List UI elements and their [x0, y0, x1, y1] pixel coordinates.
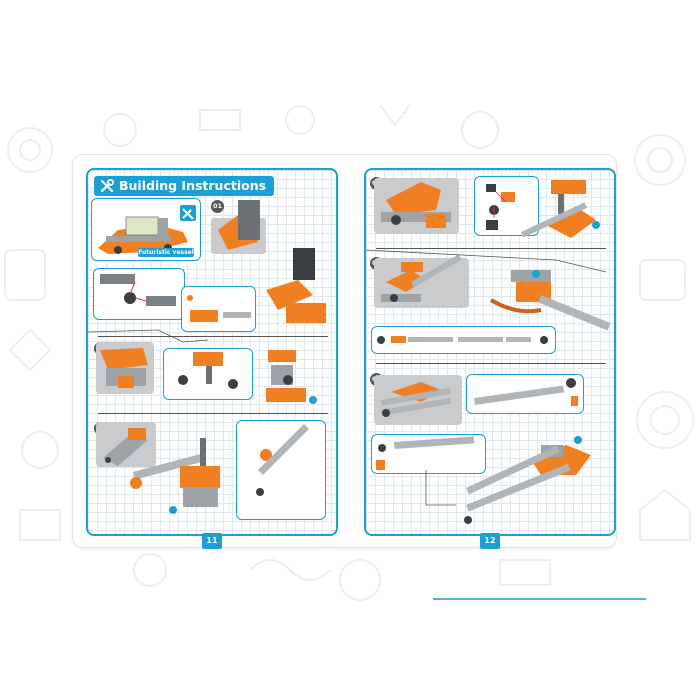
accent-rule	[433, 598, 646, 600]
page-title: Building Instructions	[119, 178, 267, 193]
wrench-screwdriver-icon	[100, 179, 114, 193]
substep-box	[474, 176, 539, 236]
step-separator	[376, 363, 606, 364]
page-number: 11	[202, 533, 222, 549]
substep-box	[466, 374, 584, 414]
background-doodles	[4, 104, 694, 601]
page-number: 12	[480, 533, 500, 549]
step-separator	[98, 336, 328, 337]
substep-parts	[100, 274, 251, 322]
step-separator	[98, 413, 328, 414]
step-number: 01	[211, 200, 224, 213]
step-01-parts	[103, 200, 326, 323]
step-05-parts	[377, 254, 611, 344]
substep-box	[181, 286, 256, 332]
building-instructions-banner: Building Instructions	[94, 176, 274, 196]
right-page: 04 05 06	[364, 168, 616, 536]
step-06-parts	[376, 378, 591, 524]
step-separator	[376, 248, 606, 249]
connector-lines	[366, 249, 607, 506]
left-page: Building Instructions Futuristic vessel …	[86, 168, 338, 536]
connector-lines	[88, 329, 209, 343]
model-caption: Futuristic vessel	[138, 248, 194, 257]
step-02-parts	[100, 348, 317, 404]
step-04-parts	[381, 180, 600, 238]
substep-box	[236, 420, 326, 520]
step-03-parts	[103, 424, 309, 514]
